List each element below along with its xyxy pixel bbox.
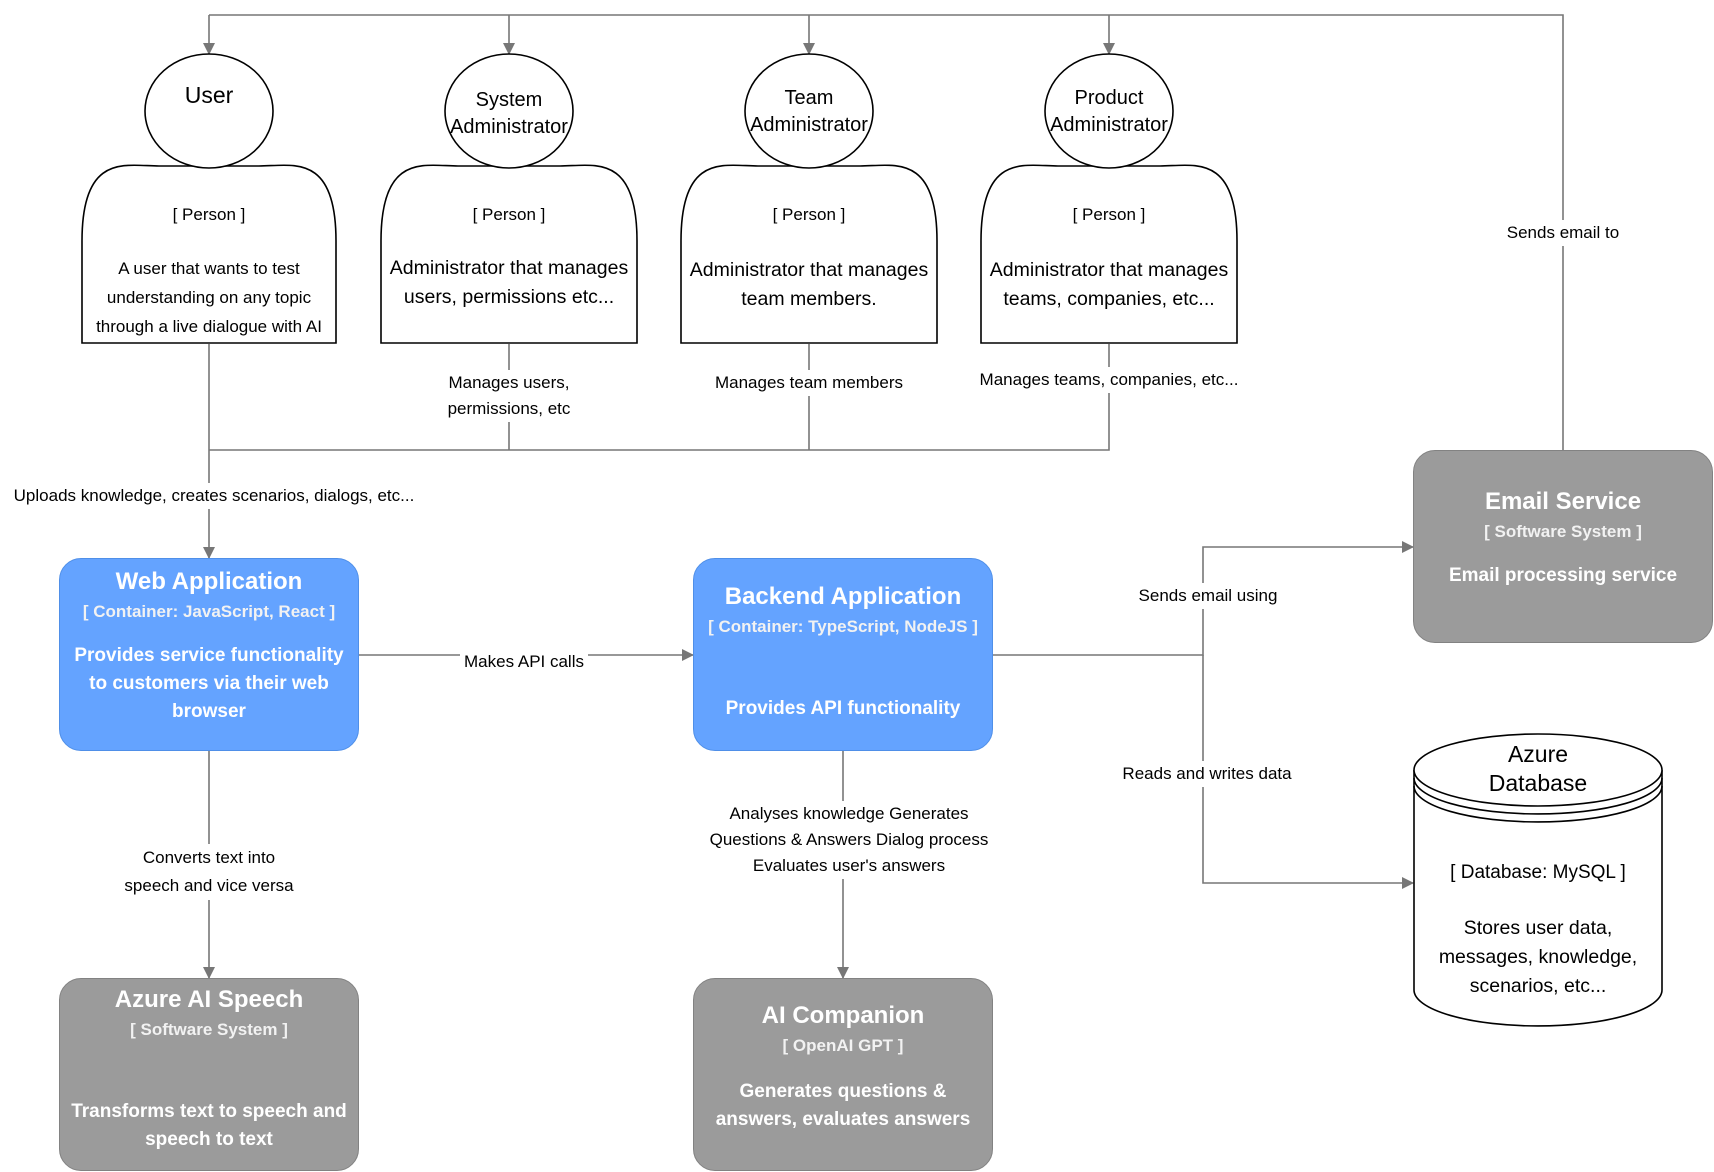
container-title: Azure AI Speech — [114, 986, 304, 1013]
container-description: Provides API functionality — [725, 698, 961, 719]
edge-label-sends-email-using: Sends email using — [1130, 583, 1286, 609]
container-tech: [ Container: TypeScript, NodeJS ] — [708, 617, 978, 636]
edge-backend-to-db — [1202, 655, 1414, 889]
container-tech: [ Container: JavaScript, React ] — [82, 602, 336, 621]
edge-prodadmin-bus — [209, 344, 1110, 451]
person-shape-sysadmin — [380, 53, 638, 344]
person-shape-prodadmin — [980, 53, 1238, 344]
person-tag: [ Person ] — [772, 205, 846, 224]
container-description: Email processing service — [1448, 565, 1678, 586]
edge-label-manages-team: Manages team members — [706, 370, 912, 396]
person-user[interactable]: User [ Person ] A user that wants to tes… — [82, 54, 336, 344]
edge-label-manages-teams: Manages teams, companies, etc... — [968, 367, 1250, 393]
edge-label-reads-writes: Reads and writes data — [1110, 761, 1304, 787]
edge-label-converts: Converts text into speech and vice versa — [114, 844, 304, 900]
container-description: Provides service functionality to custom… — [74, 645, 344, 722]
edge-label-sends-email-to: Sends email to — [1496, 220, 1630, 246]
person-product-administrator[interactable]: Product Administrator [ Person ] Adminis… — [981, 54, 1237, 344]
person-tag: [ Person ] — [472, 205, 546, 224]
person-tag: [ Person ] — [172, 205, 246, 224]
person-description: A user that wants to test understanding … — [96, 259, 322, 336]
azure-ai-speech-system[interactable]: Azure AI Speech [ Software System ] Tran… — [59, 978, 359, 1171]
person-tag: [ Person ] — [1072, 205, 1146, 224]
edge-label-uploads: Uploads knowledge, creates scenarios, di… — [0, 483, 428, 509]
person-description: Administrator that manages team members. — [689, 259, 929, 310]
person-shape-teamadmin — [680, 53, 938, 344]
database-cylinder — [1413, 733, 1663, 1027]
person-system-administrator[interactable]: System Administrator [ Person ] Administ… — [381, 54, 637, 344]
container-description: Generates questions & answers, evaluates… — [715, 1081, 971, 1130]
person-label: Team Administrator — [750, 87, 868, 136]
ai-companion-system[interactable]: AI Companion [ OpenAI GPT ] Generates qu… — [693, 978, 993, 1171]
edge-label-manages-users: Manages users, permissions, etc — [434, 370, 584, 422]
person-description: Administrator that manages users, permis… — [389, 257, 629, 308]
database-description: Stores user data, messages, knowledge, s… — [1438, 917, 1638, 997]
container-title: Web Application — [115, 568, 303, 595]
container-tech: [ OpenAI GPT ] — [782, 1036, 904, 1055]
person-label: User — [184, 82, 234, 108]
edge-email-to-persons — [209, 14, 1564, 450]
container-title: AI Companion — [761, 1002, 925, 1029]
container-title: Backend Application — [724, 583, 962, 610]
container-tech: [ Software System ] — [1484, 522, 1642, 541]
web-application-container[interactable]: Web Application [ Container: JavaScript,… — [59, 558, 359, 751]
container-tech: [ Software System ] — [130, 1020, 288, 1039]
person-label: Product Administrator — [1050, 87, 1168, 136]
person-description: Administrator that manages teams, compan… — [989, 259, 1229, 310]
person-shape-user — [81, 53, 337, 344]
container-title: Email Service — [1484, 488, 1642, 515]
edge-label-api-calls: Makes API calls — [460, 649, 588, 675]
database-tech: [ Database: MySQL ] — [1450, 862, 1626, 883]
backend-application-container[interactable]: Backend Application [ Container: TypeScr… — [693, 558, 993, 751]
database-title: Azure Database — [1488, 741, 1588, 796]
container-description: Transforms text to speech and speech to … — [71, 1101, 347, 1150]
edge-label-analyses: Analyses knowledge Generates Questions &… — [708, 801, 990, 879]
person-team-administrator[interactable]: Team Administrator [ Person ] Administra… — [681, 54, 937, 344]
person-label: System Administrator — [450, 89, 568, 138]
email-service-system[interactable]: Email Service [ Software System ] Email … — [1413, 450, 1713, 643]
